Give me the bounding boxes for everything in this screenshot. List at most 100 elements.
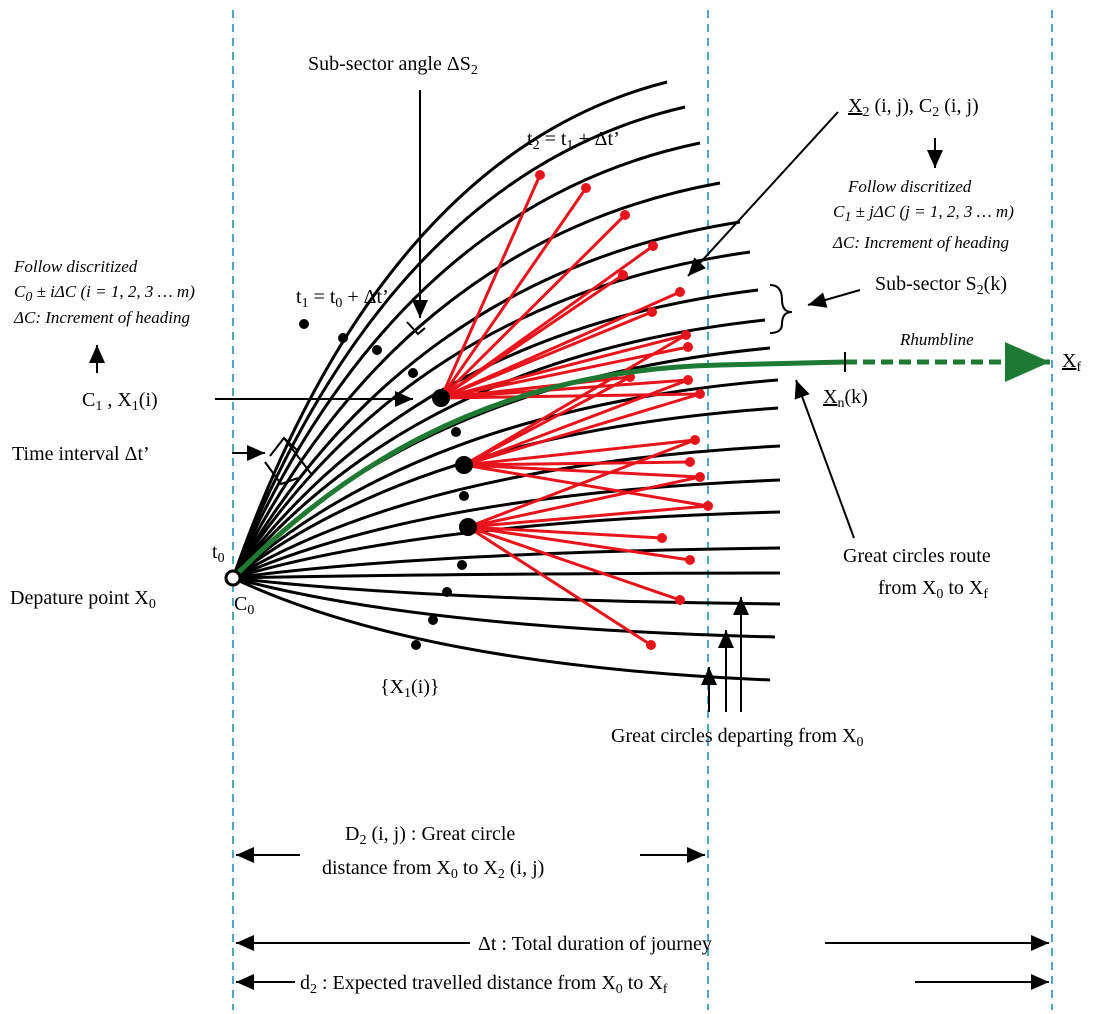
branch-line — [440, 378, 689, 400]
arrow-subsector — [807, 289, 861, 308]
x1-point-lower — [459, 518, 477, 536]
label-follow-right-2: C1 ± jΔC (j = 1, 2, 3 … m) — [833, 202, 1014, 225]
brace-subsector — [769, 284, 793, 334]
x2-point — [685, 457, 695, 467]
x2-point — [703, 501, 713, 511]
x1-candidate-point — [428, 615, 438, 625]
x2-point — [683, 375, 693, 385]
great-circles-fan — [231, 80, 781, 682]
great-circle-curve — [231, 250, 751, 579]
great-circle-curve — [231, 220, 741, 579]
label-t1: t1 = t0 + Δt’ — [296, 286, 389, 311]
x2-point — [648, 241, 658, 251]
branch-line — [467, 525, 663, 540]
branch-endpoints — [535, 170, 713, 650]
great-circle-curve — [231, 181, 721, 579]
label-follow-right-3: ΔC: Increment of heading — [832, 233, 1009, 252]
x1-point-mid — [455, 456, 473, 474]
x1-candidate-point — [451, 427, 461, 437]
branch-lines — [439, 174, 709, 647]
great-circle-curve — [231, 318, 766, 579]
label-time-interval: Time interval Δt’ — [12, 443, 150, 465]
x1-candidate-point — [459, 491, 469, 501]
x1-candidate-point — [408, 368, 418, 378]
label-xn: Xn(k) — [823, 386, 868, 411]
great-circle-curve — [231, 378, 779, 580]
branch-line — [463, 378, 689, 467]
label-x2: X2 (i, j), C2 (i, j) — [848, 95, 979, 120]
label-subsector: Sub-sector S2(k) — [875, 273, 1007, 298]
x2-point — [647, 307, 657, 317]
label-follow-left-1: Follow discritized — [13, 257, 138, 276]
departure-point-marker — [224, 569, 242, 587]
branch-line — [467, 504, 709, 529]
x2-point — [695, 472, 705, 482]
discretized-points — [299, 319, 469, 650]
arrow-gc-route — [794, 379, 855, 539]
branch-line — [463, 438, 696, 467]
branch-line — [467, 525, 691, 562]
label-gc-depart: Great circles departing from X0 — [611, 725, 863, 750]
branch-line — [440, 345, 689, 400]
label-t0: t0 — [212, 541, 225, 566]
great-circle-curve — [232, 571, 781, 580]
great-circle-curve — [232, 478, 781, 580]
x1-candidate-point — [457, 560, 467, 570]
x2-point — [581, 183, 591, 193]
branch-line — [467, 525, 652, 647]
x2-point — [620, 210, 630, 220]
x2-point — [657, 533, 667, 543]
x2-point — [675, 287, 685, 297]
label-follow-right-1: Follow discritized — [847, 177, 972, 196]
branch-line — [463, 460, 691, 467]
x2-point — [618, 270, 628, 280]
label-c1x1: C1 , X1(i) — [82, 389, 158, 414]
label-d2-line1: D2 (i, j) : Great circle — [345, 823, 515, 848]
branch-line — [440, 333, 687, 400]
branch-line — [440, 310, 653, 400]
x2-point — [683, 342, 693, 352]
x2-point — [535, 170, 545, 180]
x2-point — [681, 330, 691, 340]
label-follow-left-3: ΔC: Increment of heading — [13, 308, 190, 327]
label-rhumbline: Rhumbline — [899, 330, 974, 349]
branch-line — [439, 213, 627, 400]
x1-candidate-point — [372, 345, 382, 355]
x1-candidate-point — [411, 640, 421, 650]
x2-point — [675, 595, 685, 605]
branch-line — [440, 273, 624, 400]
branch-line — [467, 525, 681, 602]
branch-line — [463, 392, 701, 467]
branch-line — [463, 333, 687, 467]
brace-time-interval — [264, 436, 313, 486]
label-t2: t2 = t1 + Δt’ — [527, 128, 620, 153]
great-circle-curve — [231, 80, 668, 579]
label-c0: C0 — [234, 593, 254, 618]
x1-candidate-point — [338, 333, 348, 343]
branch-line — [439, 174, 542, 399]
great-circle-curve — [232, 576, 776, 639]
x2-point — [695, 389, 705, 399]
branch-line — [439, 187, 588, 399]
branch-line — [440, 392, 701, 400]
label-gc-route-2: from X0 to Xf — [878, 577, 988, 602]
branch-line — [467, 438, 696, 529]
label-dt-total: Δt : Total duration of journey — [478, 933, 712, 955]
great-circle-curve — [232, 546, 781, 580]
label-follow-left-2: C0 ± iΔC (i = 1, 2, 3 … m) — [14, 282, 195, 305]
label-subsector-angle: Sub-sector angle ΔS2 — [308, 53, 478, 78]
label-d2-expected: d2 : Expected travelled distance from X0… — [300, 972, 668, 997]
x1-point-upper — [432, 389, 450, 407]
x2-point — [685, 555, 695, 565]
brace-subsector-angle — [406, 321, 426, 336]
label-gc-route-1: Great circles route — [843, 545, 991, 567]
arrow-x2 — [687, 111, 839, 277]
label-x1set: {X1(i)} — [380, 676, 440, 701]
x2-point — [646, 640, 656, 650]
label-departure: Depature point X0 — [10, 587, 156, 612]
branch-line — [467, 475, 701, 529]
x2-point — [690, 435, 700, 445]
great-circle-curve — [232, 444, 781, 580]
